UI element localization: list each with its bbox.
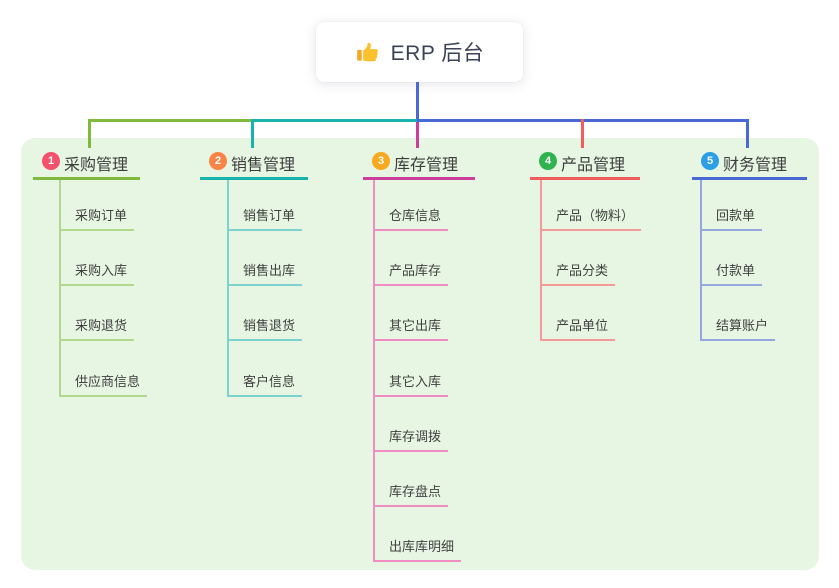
child-node[interactable]: 仓库信息 xyxy=(389,208,442,223)
root-node[interactable]: ERP 后台 xyxy=(316,22,523,82)
thumbs-up-icon xyxy=(355,39,381,65)
branch-badge: 5 xyxy=(701,152,719,170)
child-underline xyxy=(540,229,641,231)
branch-connector-drop xyxy=(746,119,749,148)
branch-badge: 4 xyxy=(539,152,557,170)
child-underline xyxy=(373,395,448,397)
branch-badge: 1 xyxy=(42,152,60,170)
child-underline xyxy=(373,450,448,452)
child-node[interactable]: 采购退货 xyxy=(75,318,128,333)
child-underline xyxy=(59,229,134,231)
branch-connector-drop xyxy=(416,122,419,148)
branch-underline xyxy=(363,177,475,180)
child-node[interactable]: 采购订单 xyxy=(75,208,128,223)
child-node[interactable]: 销售退货 xyxy=(243,318,296,333)
child-underline xyxy=(700,284,762,286)
root-node-label[interactable]: ERP 后台 xyxy=(390,42,485,65)
child-node[interactable]: 产品分类 xyxy=(556,263,609,278)
child-underline xyxy=(373,339,448,341)
child-underline xyxy=(59,284,134,286)
child-underline xyxy=(373,560,461,562)
branch-child-connector xyxy=(59,180,61,397)
branch-badge: 3 xyxy=(372,152,390,170)
branch-child-connector xyxy=(540,180,542,341)
branch-child-connector xyxy=(373,180,375,562)
child-node[interactable]: 产品库存 xyxy=(389,263,442,278)
child-underline xyxy=(373,505,448,507)
child-node[interactable]: 产品单位 xyxy=(556,318,609,333)
child-underline xyxy=(227,284,302,286)
branch-connector-drop xyxy=(88,119,91,148)
child-underline xyxy=(700,229,762,231)
child-node[interactable]: 产品（物料） xyxy=(556,208,635,223)
child-node[interactable]: 其它入库 xyxy=(389,374,442,389)
child-node[interactable]: 其它出库 xyxy=(389,318,442,333)
child-underline xyxy=(59,395,147,397)
child-node[interactable]: 付款单 xyxy=(716,263,756,278)
child-node[interactable]: 供应商信息 xyxy=(75,374,141,389)
branch-connector-drop xyxy=(581,119,584,148)
branch-connector-drop xyxy=(251,119,254,148)
branch-underline xyxy=(200,177,308,180)
branch-underline xyxy=(530,177,640,180)
branch-title[interactable]: 财务管理 xyxy=(723,157,788,174)
root-connector xyxy=(416,82,419,122)
child-node[interactable]: 采购入库 xyxy=(75,263,128,278)
child-node[interactable]: 销售订单 xyxy=(243,208,296,223)
connector-bus-segment xyxy=(252,119,417,122)
child-underline xyxy=(227,339,302,341)
branch-title[interactable]: 销售管理 xyxy=(231,157,296,174)
branches-panel xyxy=(21,138,819,570)
child-underline xyxy=(227,395,302,397)
branch-underline xyxy=(33,177,140,180)
child-node[interactable]: 客户信息 xyxy=(243,374,296,389)
branch-title[interactable]: 采购管理 xyxy=(64,157,129,174)
child-underline xyxy=(540,339,615,341)
branch-badge: 2 xyxy=(209,152,227,170)
branch-child-connector xyxy=(227,180,229,397)
child-underline xyxy=(227,229,302,231)
child-underline xyxy=(373,229,448,231)
branch-title[interactable]: 产品管理 xyxy=(561,157,626,174)
child-underline xyxy=(59,339,134,341)
child-node[interactable]: 结算账户 xyxy=(716,318,769,333)
branch-underline xyxy=(692,177,807,180)
child-underline xyxy=(700,339,775,341)
child-node[interactable]: 库存调拨 xyxy=(389,429,442,444)
child-node[interactable]: 回款单 xyxy=(716,208,756,223)
child-underline xyxy=(373,284,448,286)
child-node[interactable]: 库存盘点 xyxy=(389,484,442,499)
child-node[interactable]: 出库库明细 xyxy=(389,539,455,554)
branch-child-connector xyxy=(700,180,702,341)
connector-bus-segment xyxy=(88,119,252,122)
child-underline xyxy=(540,284,615,286)
child-node[interactable]: 销售出库 xyxy=(243,263,296,278)
branch-title[interactable]: 库存管理 xyxy=(394,157,459,174)
